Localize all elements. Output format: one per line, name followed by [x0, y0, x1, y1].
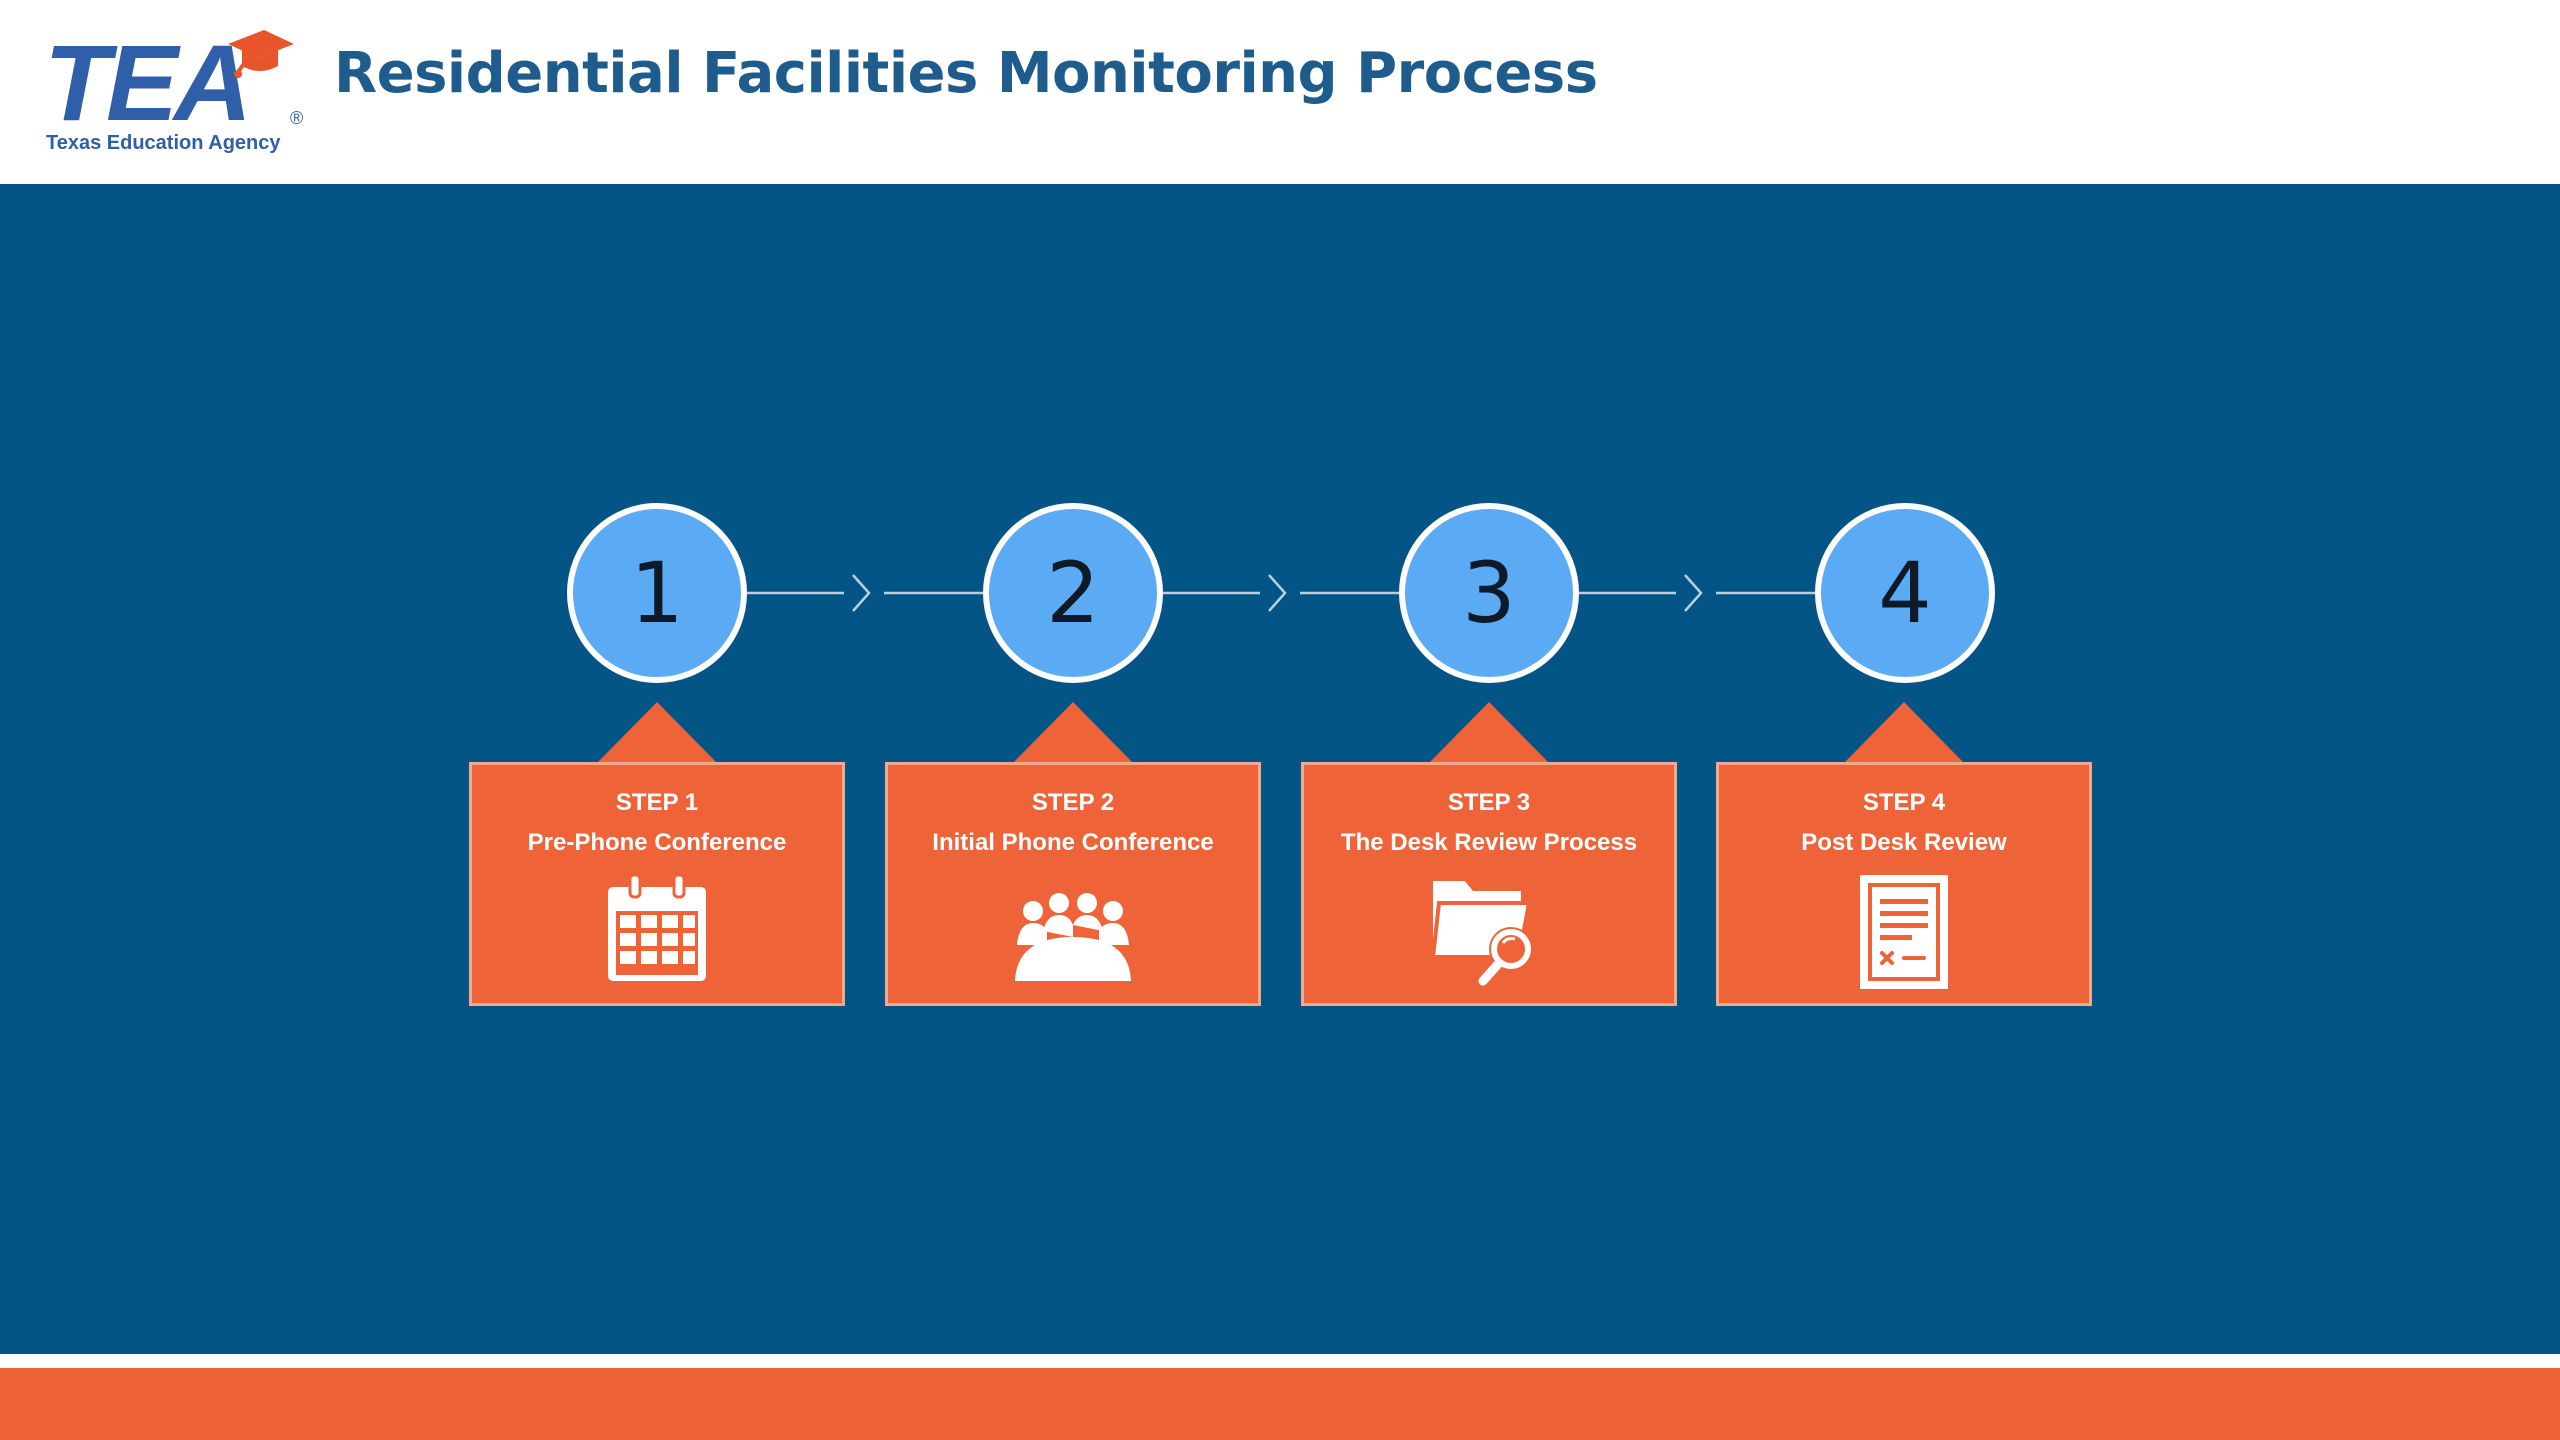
card-body: STEP 2 Initial Phone Conference — [885, 762, 1261, 1006]
step-4-label: STEP 4 — [1862, 789, 1946, 816]
slide-header: TEA ® Texas Education Agency Residential… — [0, 0, 2560, 184]
step-1-circle: 1 — [567, 503, 747, 683]
step-4-circle: 4 — [1815, 503, 1995, 683]
card-pointer — [1428, 702, 1550, 764]
step-3-number: 3 — [1462, 544, 1516, 642]
step-3-title: The Desk Review Process — [1340, 829, 1638, 856]
folder-search-icon — [1430, 881, 1533, 986]
page-title: Residential Facilities Monitoring Proces… — [334, 41, 1598, 106]
step-4-title: Post Desk Review — [1801, 829, 2007, 856]
step-2-number: 2 — [1046, 544, 1100, 642]
card-body: STEP 1 Pre-Phone Conference — [469, 762, 845, 1006]
registered-mark: ® — [290, 108, 304, 128]
step-3-label: STEP 3 — [1447, 789, 1531, 816]
step-2-card: STEP 2 Initial Phone Conference — [885, 702, 1261, 1010]
step-4-card: STEP 4 Post Desk Review — [1716, 702, 2092, 1010]
card-pointer — [596, 702, 718, 764]
card-pointer — [1012, 702, 1134, 764]
tea-logo: TEA ® Texas Education Agency — [44, 26, 308, 160]
step-1-number: 1 — [630, 544, 684, 642]
logo-letters: TEA — [44, 22, 252, 143]
meeting-group-icon — [1015, 893, 1131, 981]
logo-subtitle: Texas Education Agency — [46, 132, 281, 154]
footer-band — [0, 1368, 2560, 1440]
step-4-number: 4 — [1878, 544, 1932, 642]
step-2-label: STEP 2 — [1031, 789, 1115, 816]
process-panel: 1 STEP 1 Pre-Phone Conference — [0, 184, 2560, 1354]
card-pointer — [1843, 702, 1965, 764]
step-2-title: Initial Phone Conference — [932, 829, 1214, 856]
step-3-circle: 3 — [1399, 503, 1579, 683]
step-2-circle: 2 — [983, 503, 1163, 683]
step-3-card: STEP 3 The Desk Review Process — [1301, 702, 1677, 1010]
graduation-cap-icon — [228, 30, 294, 78]
footer-divider — [0, 1354, 2560, 1368]
step-1-title: Pre-Phone Conference — [527, 829, 787, 856]
step-connectors — [747, 574, 1815, 612]
card-body: STEP 3 The Desk Review Process — [1301, 762, 1677, 1006]
calendar-icon — [608, 873, 706, 981]
step-1-card: STEP 1 Pre-Phone Conference — [469, 702, 845, 1010]
document-checklist-icon — [1860, 875, 1948, 989]
step-1-label: STEP 1 — [615, 789, 699, 816]
card-body: STEP 4 Post Desk Review — [1716, 762, 2092, 1006]
